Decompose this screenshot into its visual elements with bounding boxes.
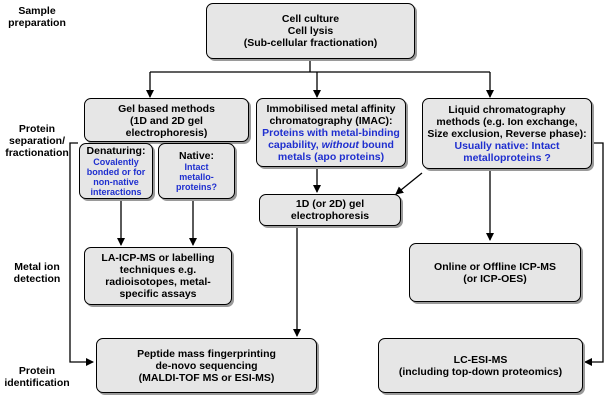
gel-based-line-1: Gel based methods	[118, 103, 215, 115]
imac-blue-line-2-post: bound	[358, 138, 394, 151]
lc-line-3: Size exclusion, Reverse phase):	[427, 127, 587, 140]
native-line-1: Intact	[184, 161, 209, 172]
native-line-2: metallo-	[179, 171, 214, 182]
stage-protein-identification: Protein identification	[4, 365, 70, 389]
imac-line-2: chromatography (IMAC):	[269, 114, 393, 127]
imac-blue-line-1: Proteins with metal-binding	[262, 126, 400, 139]
gel-based-line-3: electrophoresis)	[125, 127, 208, 139]
icp-ms-line-1: Online or Offline ICP-MS	[434, 260, 556, 273]
native-line-3: proteins?	[175, 181, 217, 192]
cell-culture-line-1: Cell culture	[281, 13, 340, 25]
gel-1d-line-2: electrophoresis	[290, 210, 370, 222]
peptide-mass-box: Peptide mass fingerprinting de-novo sequ…	[96, 338, 317, 393]
imac-box: Immobilised metal affinity chromatograph…	[256, 98, 406, 167]
cell-culture-line-2: Cell lysis	[287, 25, 334, 37]
cell-culture-line-3: (Sub-cellular fractionation)	[243, 37, 378, 49]
gel-based-line-2: (1D and 2D gel	[130, 115, 203, 127]
la-icp-line-2: techniques e.g.	[119, 264, 197, 276]
denaturing-line-1: Covalently	[93, 156, 139, 167]
imac-blue-line-2-em: without	[321, 138, 359, 151]
lc-blue-line-2: metalloproteins ?	[463, 151, 551, 164]
stage-protein-separation: Protein separation/ fractionation	[5, 123, 69, 159]
arrow-gel-to-peptide-left	[69, 142, 94, 366]
lc-esi-ms-box: LC-ESI-MS (including top-down proteomics…	[378, 338, 583, 393]
imac-blue-line-2-pre: capability,	[268, 138, 322, 151]
la-icp-line-1: LA-ICP-MS or labelling	[101, 252, 215, 264]
gel-electrophoresis-box: 1D (or 2D) gel electrophoresis	[259, 194, 401, 226]
arrow-lc-to-lcesi-right	[584, 142, 604, 366]
lc-line-2: methods (e.g. Ion exchange,	[436, 115, 578, 128]
peptide-line-3: (MALDI-TOF MS or ESI-MS)	[138, 371, 275, 384]
la-icp-line-4: specific assays	[119, 288, 197, 300]
icp-ms-line-2: (or ICP-OES)	[463, 272, 527, 285]
icp-ms-box: Online or Offline ICP-MS (or ICP-OES)	[409, 243, 581, 302]
lc-blue-line-1: Usually native: Intact	[454, 139, 560, 152]
denaturing-title: Denaturing:	[86, 144, 146, 157]
lc-esi-line-2: (including top-down proteomics)	[398, 365, 563, 378]
peptide-line-1: Peptide mass fingerprinting	[137, 347, 276, 360]
liquid-chromatography-box: Liquid chromatography methods (e.g. Ion …	[422, 98, 592, 169]
arrow-lc-to-gel	[395, 172, 423, 195]
lc-line-1: Liquid chromatography	[448, 103, 566, 116]
cell-culture-box: Cell culture Cell lysis (Sub-cellular fr…	[206, 3, 415, 59]
stage-sample-preparation: Sample preparation	[8, 5, 66, 29]
imac-blue-line-3: metals (apo proteins)	[277, 150, 385, 163]
lc-esi-line-1: LC-ESI-MS	[453, 353, 508, 366]
denaturing-line-3: non-native	[93, 176, 139, 187]
gel-based-methods-box: Gel based methods (1D and 2D gel electro…	[84, 98, 249, 142]
native-box: Native: Intact metallo- proteins?	[158, 143, 235, 199]
native-title: Native:	[178, 149, 214, 162]
denaturing-line-2: bonded or for	[86, 166, 146, 177]
la-icp-line-3: radioisotopes, metal-	[105, 276, 211, 288]
denaturing-box: Denaturing: Covalently bonded or for non…	[79, 143, 153, 199]
imac-blue-line-2: capability, without bound	[268, 139, 394, 151]
gel-1d-line-1: 1D (or 2D) gel	[295, 198, 365, 210]
la-icp-ms-box: LA-ICP-MS or labelling techniques e.g. r…	[84, 247, 232, 305]
imac-line-1: Immobilised metal affinity	[266, 102, 396, 115]
denaturing-line-4: interactions	[90, 186, 142, 197]
peptide-line-2: de-novo sequencing	[155, 359, 258, 372]
stage-metal-ion-detection: Metal ion detection	[13, 261, 61, 285]
